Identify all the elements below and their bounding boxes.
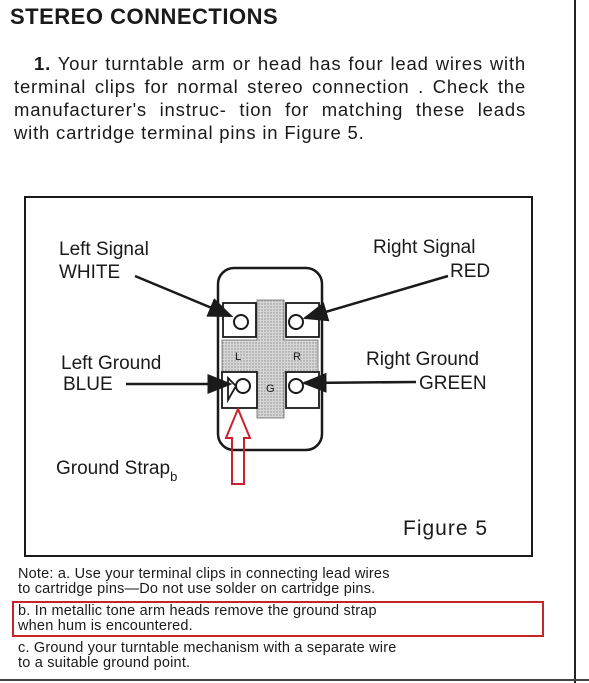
paragraph-line-4: tion for matching these leads with cartr… [14,99,526,143]
left-ground-label: Left Ground [61,353,161,374]
left-signal-label: Left Signal [59,239,149,260]
right-ground-label: Right Ground [366,349,479,370]
right-ground-color: GREEN [419,373,487,394]
step-number: 1. [34,53,52,74]
pin-right-signal-hole [288,314,304,330]
note-c-line-2: to a suitable ground point. [18,655,191,671]
pin-label-g: G [266,383,275,395]
ground-strap-subscript: b [170,469,177,484]
left-signal-leader [134,274,234,318]
right-signal-color: RED [450,261,490,282]
ground-strap-label: Ground Strapb [56,458,177,484]
paragraph-line-2: wires with terminal clips for normal ste… [14,53,526,97]
note-c-line-1: c. Ground your turntable mechanism with … [18,640,397,656]
page-edge-rule [574,0,576,683]
highlight-arrow-icon [224,406,252,485]
ground-strap-text: Ground Strap [56,458,170,479]
notes-section: Note: a. Use your terminal clips in conn… [18,567,541,597]
pin-label-l: L [235,351,241,363]
note-b-line-2: when hum is encountered. [18,618,193,634]
note-b-line-1: b. In metallic tone arm heads remove the… [18,603,377,619]
stippled-cross [221,299,319,419]
right-signal-label: Right Signal [373,237,475,258]
pin-left-ground-hole [235,378,251,394]
note-b-highlight-box [12,601,544,637]
right-ground-leader [301,372,417,393]
paragraph-line-5: terminal pins in Figure 5. [141,122,365,143]
figure-caption: Figure 5 [403,517,488,540]
figure-frame [24,196,533,557]
left-ground-color: BLUE [63,374,113,395]
paragraph-line-3: connection . Check the manufacturer's in… [14,76,526,120]
instruction-paragraph: 1. Your turntable arm or head has four l… [14,52,526,144]
paragraph-line-1: Your turntable arm or head has four lead [57,53,429,74]
page-bottom-rule [0,679,589,681]
pin-left-signal-hole [233,314,249,330]
left-signal-color: WHITE [59,262,120,283]
section-heading: STEREO CONNECTIONS [10,4,279,29]
note-a-line-1: Note: a. Use your terminal clips in conn… [18,566,390,582]
pin-right-ground-hole [288,378,304,394]
note-b: b. In metallic tone arm heads remove the… [18,604,541,634]
pin-label-r: R [293,351,301,363]
right-signal-leader [302,274,449,322]
note-c: c. Ground your turntable mechanism with … [18,641,541,671]
note-a-line-2: to cartridge pins—Do not use solder on c… [18,581,376,597]
